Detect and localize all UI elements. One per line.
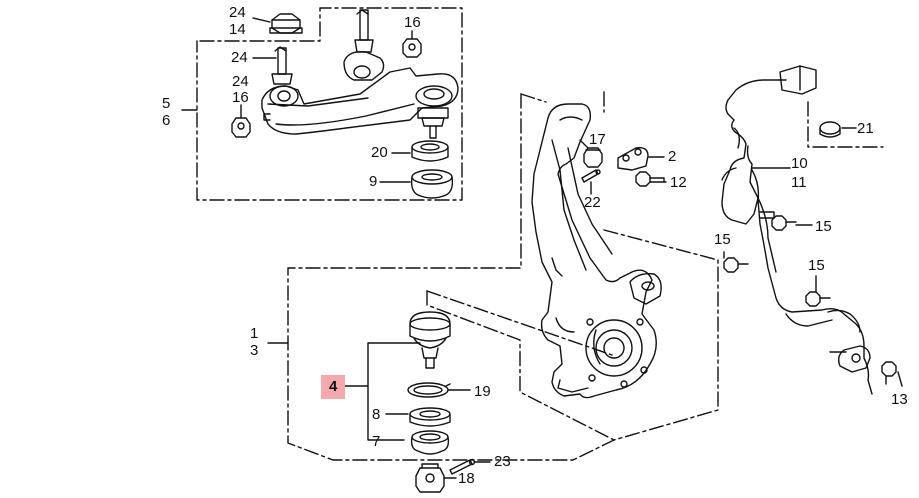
label-22[interactable]: 22 (584, 194, 601, 211)
boot-7 (410, 430, 450, 455)
label-9[interactable]: 9 (369, 173, 378, 190)
label-6[interactable]: 6 (162, 112, 171, 129)
bolt-15-c (805, 291, 831, 307)
label-12[interactable]: 12 (670, 174, 687, 191)
label-15[interactable]: 15 (815, 218, 832, 235)
kit-bracket-4 (367, 342, 421, 441)
knuckle-group-frame (287, 91, 719, 461)
label-10[interactable]: 10 (791, 155, 808, 172)
label-15[interactable]: 15 (714, 231, 731, 248)
castle-nut-17 (583, 147, 603, 168)
label-19[interactable]: 19 (474, 383, 491, 400)
flange-nut-24 (269, 13, 303, 34)
cap-21 (819, 121, 841, 138)
label-24[interactable]: 24 (232, 73, 249, 90)
label-14[interactable]: 14 (229, 21, 246, 38)
seal-ring-8 (409, 407, 451, 427)
bolt-13 (881, 361, 897, 385)
snap-ring-19 (407, 382, 451, 398)
label-24[interactable]: 24 (231, 49, 248, 66)
highlight-part-4 (321, 375, 345, 399)
upper-arm-group-frame (196, 7, 463, 201)
castle-nut-18 (415, 463, 445, 493)
label-11[interactable]: 11 (791, 174, 807, 191)
label-2[interactable]: 2 (668, 148, 677, 165)
bracket-2 (617, 146, 649, 171)
label-5[interactable]: 5 (162, 95, 171, 112)
upper-control-arm (261, 51, 459, 139)
nut-16-top (402, 38, 422, 58)
ball-stud-left (271, 46, 293, 85)
dust-boot-9 (410, 169, 454, 199)
cotter-pin-22 (581, 169, 601, 183)
lower-ball-joint (409, 311, 451, 369)
nut-16-left (231, 117, 251, 138)
label-23[interactable]: 23 (494, 453, 511, 470)
steering-knuckle (531, 103, 662, 399)
label-17[interactable]: 17 (589, 131, 606, 148)
label-13[interactable]: 13 (891, 391, 908, 408)
label-7[interactable]: 7 (372, 433, 381, 450)
leader-13 (897, 371, 903, 387)
wheel-speed-sensor-harness (721, 65, 873, 395)
cap-21-frame (807, 101, 884, 148)
label-24[interactable]: 24 (229, 4, 246, 21)
label-21[interactable]: 21 (857, 120, 874, 137)
label-16[interactable]: 16 (404, 14, 421, 31)
dust-seal-ring-20 (411, 140, 449, 162)
label-20[interactable]: 20 (371, 144, 388, 161)
bolt-12 (635, 171, 665, 187)
label-8[interactable]: 8 (372, 406, 381, 423)
label-15[interactable]: 15 (808, 257, 825, 274)
leader-24-14 (252, 17, 271, 23)
leader-17 (579, 139, 589, 149)
bolt-15-a (771, 215, 797, 231)
bolt-15-b (723, 257, 749, 273)
label-1[interactable]: 1 (250, 325, 259, 342)
label-16[interactable]: 16 (232, 89, 249, 106)
ball-stud-top (354, 9, 374, 53)
label-4[interactable]: 4 (329, 378, 338, 395)
label-18[interactable]: 18 (458, 470, 475, 487)
label-3[interactable]: 3 (250, 342, 259, 359)
